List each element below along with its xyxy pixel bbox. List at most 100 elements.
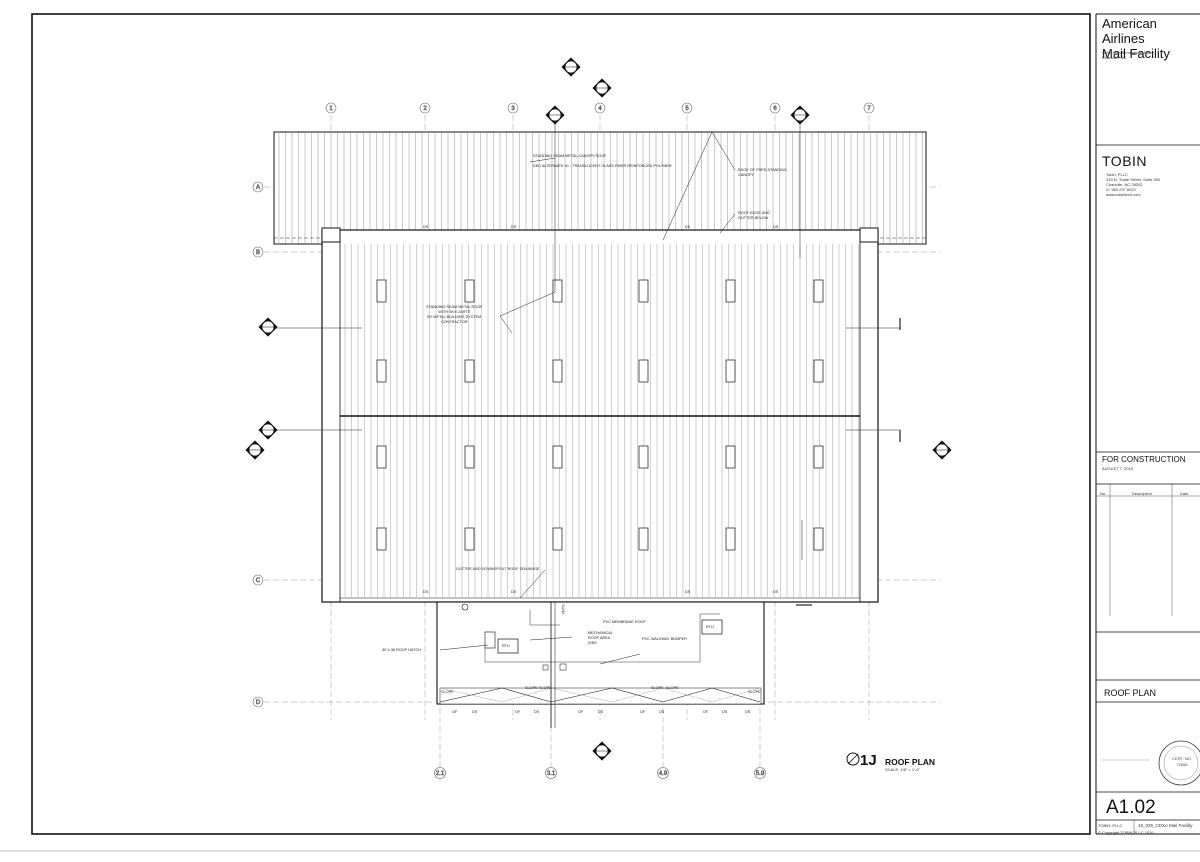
view-number: 1J	[860, 752, 877, 769]
grid-label: 5	[685, 106, 689, 112]
note-canopy-edge: EDGE OF FREE-STANDING CANOPY	[738, 168, 787, 178]
skylight	[638, 359, 649, 383]
revision-description-header: Description	[1132, 491, 1153, 496]
note-canopy-roof: STANDING SEAM METAL CANOPY ROOF	[533, 154, 607, 158]
grid-label: D	[256, 700, 261, 706]
seal-text: CERT. NO. 72655	[1170, 756, 1194, 768]
grid-bubble	[252, 696, 264, 708]
view-scale: SCALE: 1/8" = 1'-0"	[885, 767, 920, 772]
skylight	[813, 445, 824, 469]
grid-bubble	[325, 102, 337, 114]
firm-short: TOBIN, PLLC	[1098, 823, 1123, 828]
slope-label: SLOPE	[539, 686, 552, 690]
canopy-roof	[273, 131, 927, 245]
project-title-line1: American Airlines	[1102, 16, 1157, 46]
overflow-label: OF	[578, 710, 584, 714]
note-roof-hatch: 30 X 36 ROOF HATCH	[382, 648, 421, 652]
note-roof-edge: ROOF EDGE AND GUTTER BELOW	[738, 211, 770, 221]
professional-seal	[1158, 740, 1200, 786]
note-line: CONTRACTOR	[440, 320, 468, 324]
grid-label: 6	[773, 106, 777, 112]
skylight	[638, 445, 649, 469]
grid-label: 5.9	[756, 771, 765, 777]
note-line: ROOF EDGE AND	[738, 211, 770, 215]
skylight	[376, 359, 387, 383]
downspout-label: DS	[423, 225, 429, 229]
note-mech-area: MECHANICAL ROOF AREA (SEE	[588, 631, 613, 646]
skylight	[552, 445, 563, 469]
skylight	[638, 279, 649, 303]
grid-label: B	[256, 250, 260, 256]
downspout-label: DS	[745, 710, 751, 714]
downspout-label: DS	[534, 710, 540, 714]
skylight	[552, 359, 563, 383]
main-building-roof	[321, 227, 879, 603]
slope-label: SLOPE	[651, 686, 664, 690]
slope-label: SLOPE	[441, 690, 454, 694]
skylight	[813, 359, 824, 383]
grid-bubble	[681, 102, 693, 114]
note-line: ROOF AREA	[588, 636, 611, 640]
grid-bubble	[507, 102, 519, 114]
grid-label: 1	[329, 106, 333, 112]
skylight	[552, 279, 563, 303]
grid-label: 3.1	[547, 771, 556, 777]
downspout-label: DS	[685, 225, 691, 229]
slope-label: SLOPE	[525, 686, 538, 690]
downspout-label: DS	[511, 590, 517, 594]
grid-bubble	[754, 767, 766, 779]
note-pvc-roof: PVC MEMBRANE ROOF	[603, 620, 646, 624]
note-gutter: GUTTER AND DOWNSPOUT ROOF DRAINAGE	[456, 567, 540, 571]
leader-lines	[276, 120, 901, 665]
grid-bubble	[769, 102, 781, 114]
note-line: EDGE OF FREE-STANDING	[738, 168, 787, 172]
firm-name: TOBIN	[1102, 153, 1148, 169]
skylight	[725, 445, 736, 469]
grid-label: A	[256, 185, 260, 191]
skylight	[464, 359, 475, 383]
downspout-label: DS	[685, 590, 691, 594]
skylight	[552, 527, 563, 551]
downspout-label: DS	[472, 710, 478, 714]
grid-bubble	[594, 102, 606, 114]
downspout-label: DS	[423, 590, 429, 594]
grid-bubble	[252, 246, 264, 258]
note-line: (SEE	[588, 641, 597, 645]
project-address: 5501 Josh Birmingham Pkwy Charlotte, NC	[1102, 50, 1154, 60]
issue-status: FOR CONSTRUCTION	[1102, 455, 1186, 464]
note-line: STANDING SEAM METAL ROOF	[426, 305, 483, 309]
vents-label: VNTS	[561, 604, 566, 615]
note-line: WITH SKYLIGHTS	[438, 310, 471, 314]
firm-info-line: Tobin, PLLC	[1106, 172, 1128, 177]
note-line: BY METAL BUILDING SYSTEM	[427, 315, 482, 319]
skylight	[464, 527, 475, 551]
skylight	[813, 527, 824, 551]
grid-bubble	[419, 102, 431, 114]
seal-text-line: 72655	[1176, 762, 1188, 767]
grid-label: 4.9	[659, 771, 668, 777]
note-line: MECHANICAL	[588, 631, 613, 635]
note-line: GUTTER BELOW	[738, 216, 769, 220]
skylight	[725, 527, 736, 551]
note-canopy-alternate: DED ALTERNATE #1 - TRANSLUCENT GLASS FIB…	[533, 164, 672, 168]
skylight	[376, 445, 387, 469]
sheet-title: ROOF PLAN	[1104, 688, 1157, 698]
firm-info-line: Charlotte, NC 28202	[1106, 182, 1143, 187]
issue-date: AUGUST 7, 2015	[1102, 466, 1134, 471]
grid-label: 4	[598, 106, 602, 112]
skylight	[464, 445, 475, 469]
slope-label: SLOPE	[666, 686, 679, 690]
sheet-border	[31, 13, 1091, 835]
grid-bubble	[434, 767, 446, 779]
grid-label: 7	[867, 106, 871, 112]
view-title-badge-icon	[846, 752, 860, 766]
project-number: 15_025_CDXA Mail Facility	[1138, 823, 1193, 828]
note-walkway: PVC WALKWAY BUMPER	[642, 637, 687, 641]
grid-bubble	[657, 767, 669, 779]
grid-bubble	[863, 102, 875, 114]
address-line2: Charlotte, NC	[1102, 55, 1127, 60]
grid-label: 2.1	[436, 771, 445, 777]
downspout-label: DS	[511, 225, 517, 229]
